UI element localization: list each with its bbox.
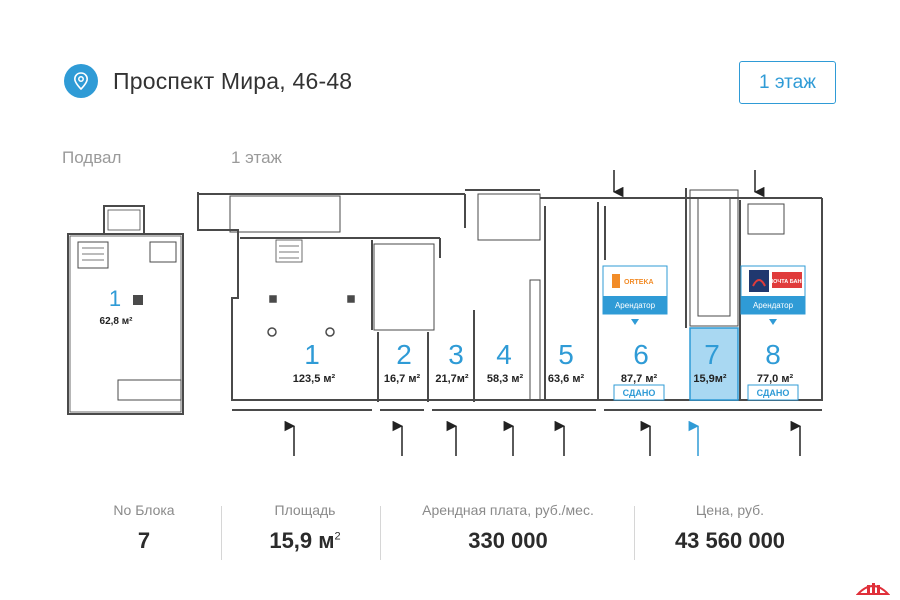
tenant-logo-8: ПОЧТА БАНК (769, 279, 805, 285)
stat-rent-value: 330 000 (468, 528, 548, 553)
unit-6-number[interactable]: 6 (633, 339, 649, 370)
stat-area: Площадь 15,9 м2 (250, 500, 360, 554)
company-logo-icon (856, 583, 890, 595)
floor-plan-svg: 1 62,8 м² (67, 160, 823, 456)
floor1-walls (197, 188, 823, 411)
unit-7-number[interactable]: 7 (704, 339, 720, 370)
stat-price-value: 43 560 000 (674, 528, 786, 553)
unit-2-number[interactable]: 2 (396, 339, 412, 370)
address-title: Проспект Мира, 46-48 (113, 68, 353, 94)
unit-8-number[interactable]: 8 (765, 339, 781, 370)
tenant-logo-6: ORTEKA (624, 279, 654, 286)
stat-rent-caption: Арендная плата, руб./мес. (422, 502, 594, 518)
stat-block-value: 7 (137, 528, 151, 553)
svg-text:СДАНО: СДАНО (757, 388, 790, 398)
unit-7-area: 15,9м² (693, 373, 727, 385)
tenant-card-8[interactable]: ПОЧТА БАНК Арендатор (740, 265, 806, 325)
stats-panel: No Блока 7 Площадь 15,9 м2 Арендная плат… (0, 500, 900, 570)
stairs-icon (275, 239, 303, 263)
unit-1-area: 123,5 м² (293, 373, 336, 385)
unit-8-area: 77,0 м² (757, 373, 794, 385)
floor1-tab[interactable]: 1 этаж (231, 148, 282, 167)
divider (634, 506, 635, 560)
unit-5-number[interactable]: 5 (558, 339, 574, 370)
unit-5-area: 63,6 м² (548, 373, 585, 385)
unit-3-area: 21,7м² (435, 373, 469, 385)
tenant-label-8: Арендатор (753, 301, 794, 310)
unit-4-number[interactable]: 4 (496, 339, 512, 370)
basement-plan (67, 205, 184, 415)
stat-price-caption: Цена, руб. (695, 502, 765, 518)
stat-price: Цена, руб. 43 560 000 (655, 500, 805, 554)
unit-4-area: 58,3 м² (487, 373, 524, 385)
svg-text:СДАНО: СДАНО (623, 388, 656, 398)
rented-badge-8: СДАНО (747, 384, 799, 401)
stat-block-caption: No Блока (113, 502, 175, 518)
tenant-card-6[interactable]: ORTEKA Арендатор (602, 265, 668, 325)
divider (221, 506, 222, 560)
basement-unit-1-area: 62,8 м² (100, 316, 134, 327)
map-pin-icon (64, 64, 98, 98)
stat-rent: Арендная плата, руб./мес. 330 000 (402, 500, 614, 554)
basement-unit-1-number[interactable]: 1 (109, 286, 121, 311)
floor-plan: 1 62,8 м² (0, 160, 900, 470)
rented-badge-6: СДАНО (613, 384, 665, 401)
unit-2-area: 16,7 м² (384, 373, 421, 385)
entrance-arrows (284, 160, 802, 456)
basement-tab[interactable]: Подвал (62, 148, 122, 167)
tenant-label-6: Арендатор (615, 301, 656, 310)
unit-3-number[interactable]: 3 (448, 339, 464, 370)
divider (380, 506, 381, 560)
stat-area-value: 15,9 м2 (269, 528, 341, 553)
columns (267, 295, 355, 337)
unit-1-number[interactable]: 1 (304, 339, 320, 370)
selected-unit-7-fill[interactable] (689, 327, 739, 401)
unit-6-area: 87,7 м² (621, 373, 658, 385)
floor-select-button[interactable]: 1 этаж (739, 61, 836, 104)
stat-block: No Блока 7 (100, 500, 188, 554)
stat-area-caption: Площадь (274, 502, 336, 518)
header: Проспект Мира, 46-48 1 этаж (0, 0, 900, 120)
